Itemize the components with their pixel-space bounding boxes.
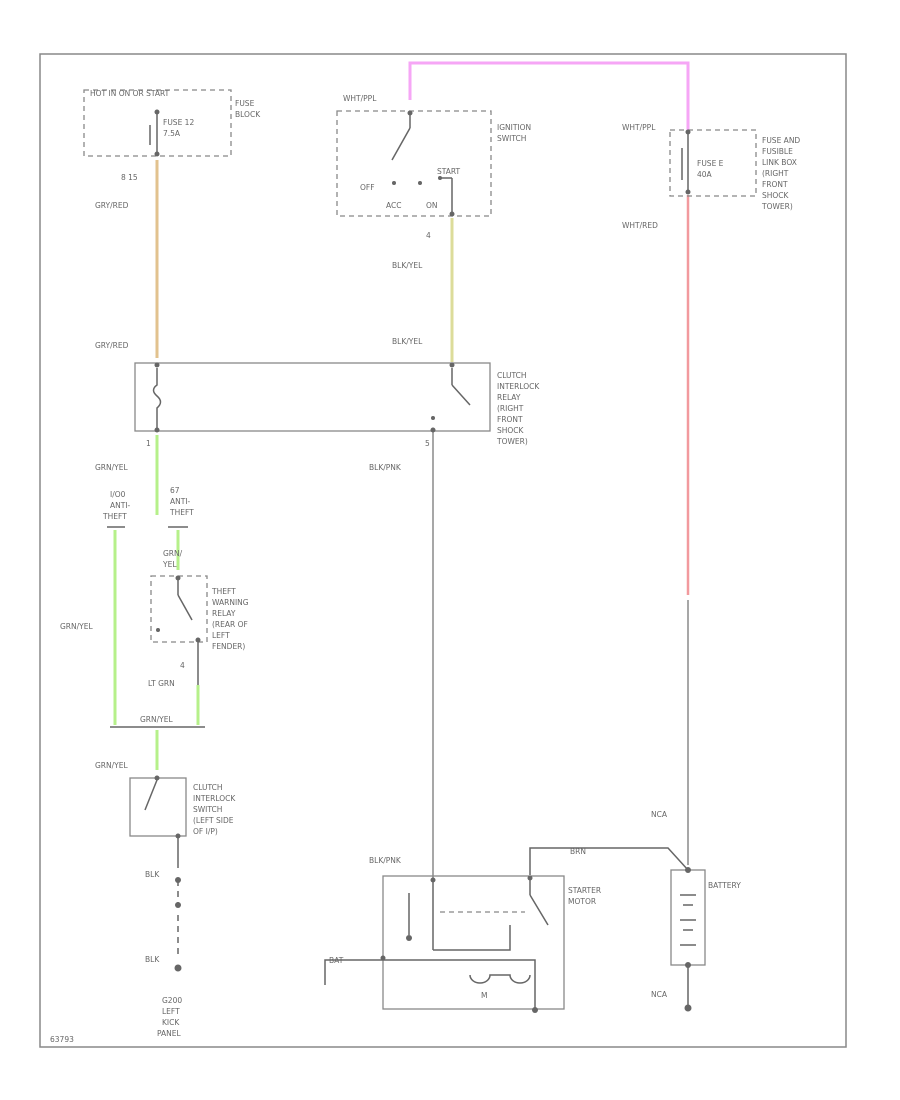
- pin-ign: 4: [426, 231, 431, 240]
- blk-label-1: BLK: [145, 870, 160, 879]
- fuse-block: [83, 89, 232, 157]
- pin-relay1-b: 5: [425, 439, 430, 448]
- conn-right-label-3: THEFT: [169, 508, 194, 517]
- switch-label-4: (LEFT SIDE: [193, 816, 234, 825]
- diagram-frame: [39, 53, 847, 1048]
- relay1-label-3: RELAY: [497, 393, 521, 402]
- relay2-label-1: THEFT: [211, 587, 236, 596]
- grn-yel-label-2: GRN/: [163, 549, 183, 558]
- blk-label-2: BLK: [145, 955, 160, 964]
- battery: [670, 867, 706, 1012]
- grn-yel-label-5: GRN/YEL: [95, 761, 128, 770]
- conn-left-label-1: I/O0: [110, 490, 126, 499]
- pin-relay1-a: 1: [146, 439, 151, 448]
- ground-label-1: G200: [162, 996, 182, 1005]
- conn-left-label-2: ANTI-: [110, 501, 131, 510]
- relay1-label-2: INTERLOCK: [497, 382, 540, 391]
- fuse-link-label-3: LINK BOX: [762, 158, 797, 167]
- nca-bottom-label: NCA: [651, 990, 668, 999]
- wire-battery-starter: [529, 847, 689, 875]
- motor-m-label: M: [481, 991, 487, 1000]
- pin-fuse-block: 8 15: [121, 173, 138, 182]
- wire-wht-ppl: [408, 61, 690, 130]
- switch-label-3: SWITCH: [193, 805, 222, 814]
- gry-red-label-1: GRY/RED: [95, 201, 129, 210]
- diagram-code: 63793: [50, 1035, 74, 1044]
- relay2-label-4: (REAR OF: [212, 620, 248, 629]
- battery-label: BATTERY: [708, 881, 741, 890]
- ign-switch-label-2: SWITCH: [497, 134, 526, 143]
- ground-g200: [174, 964, 182, 972]
- fuse-link-label-1: FUSE AND: [762, 136, 800, 145]
- relay1-label-6: SHOCK: [497, 426, 525, 435]
- blk-yel-label-1: BLK/YEL: [392, 261, 423, 270]
- wht-red-label: WHT/RED: [622, 221, 658, 230]
- ground-label-3: KICK: [162, 1018, 180, 1027]
- switch-label-2: INTERLOCK: [193, 794, 236, 803]
- clutch-interlock-relay: [134, 362, 491, 433]
- starter-motor: [324, 875, 565, 1013]
- switch-label-5: OF I/P): [193, 827, 218, 836]
- fuse-12-amps: 7.5A: [163, 129, 181, 138]
- conn-right-label-2: ANTI-: [170, 497, 191, 506]
- conn-right-label-1: 67: [170, 486, 180, 495]
- labels: HOT IN ON OR START FUSE 12 7.5A FUSE BLO…: [50, 89, 800, 1044]
- wires: [113, 61, 690, 1005]
- yel-label: YEL: [162, 560, 177, 569]
- lt-grn-label: LT GRN: [148, 679, 175, 688]
- fuse-12-label: FUSE 12: [163, 118, 194, 127]
- clutch-interlock-switch: [129, 775, 187, 972]
- fuse-link-label-7: TOWER): [761, 202, 793, 211]
- on-label: ON: [426, 201, 438, 210]
- grn-yel-label-3: GRN/YEL: [60, 622, 93, 631]
- grn-yel-label-4: GRN/YEL: [140, 715, 173, 724]
- pin-relay2: 4: [180, 661, 185, 670]
- starter-label-2: MOTOR: [568, 897, 596, 906]
- ignition-switch: [336, 110, 492, 217]
- nca-top-label: NCA: [651, 810, 668, 819]
- off-label: OFF: [360, 183, 375, 192]
- blk-yel-label-2: BLK/YEL: [392, 337, 423, 346]
- ign-hot-label: WHT/PPL: [343, 94, 377, 103]
- switch-label-1: CLUTCH: [193, 783, 223, 792]
- blk-pnk-label-2: BLK/PNK: [369, 856, 402, 865]
- relay2-label-5: LEFT: [212, 631, 230, 640]
- fuse-e-amps: 40A: [697, 170, 713, 179]
- relay2-label-6: FENDER): [212, 642, 245, 651]
- relay1-label-7: TOWER): [496, 437, 528, 446]
- ground-label-2: LEFT: [162, 1007, 180, 1016]
- start-label: START: [437, 167, 461, 176]
- battery-wire-label: BRN: [570, 847, 586, 856]
- theft-warning-relay: [150, 575, 208, 685]
- relay1-label-1: CLUTCH: [497, 371, 527, 380]
- relay2-label-3: RELAY: [212, 609, 236, 618]
- fuse-link-label-5: FRONT: [762, 180, 788, 189]
- fuse-e-box: [669, 129, 757, 197]
- relay1-label-5: FRONT: [497, 415, 523, 424]
- fuse-e-hot-label: WHT/PPL: [622, 123, 656, 132]
- blk-pnk-label-1: BLK/PNK: [369, 463, 402, 472]
- ground-label-4: PANEL: [157, 1029, 182, 1038]
- gry-red-label-2: GRY/RED: [95, 341, 129, 350]
- acc-label: ACC: [386, 201, 401, 210]
- ign-switch-label-1: IGNITION: [497, 123, 531, 132]
- fuse-block-label-2: BLOCK: [235, 110, 261, 119]
- bat-terminal-label: BAT: [329, 956, 344, 965]
- relay1-label-4: (RIGHT: [497, 404, 524, 413]
- fuse-link-label-4: (RIGHT: [762, 169, 789, 178]
- conn-left-label-3: THEFT: [102, 512, 127, 521]
- fuse-block-label-1: FUSE: [235, 99, 255, 108]
- fuse-link-label-6: SHOCK: [762, 191, 790, 200]
- grn-yel-label-1: GRN/YEL: [95, 463, 128, 472]
- starter-label-1: STARTER: [568, 886, 601, 895]
- fuse-e-label: FUSE E: [697, 159, 724, 168]
- fuse-block-hot-label: HOT IN ON OR START: [90, 89, 170, 98]
- relay2-label-2: WARNING: [212, 598, 249, 607]
- fuse-link-label-2: FUSIBLE: [762, 147, 793, 156]
